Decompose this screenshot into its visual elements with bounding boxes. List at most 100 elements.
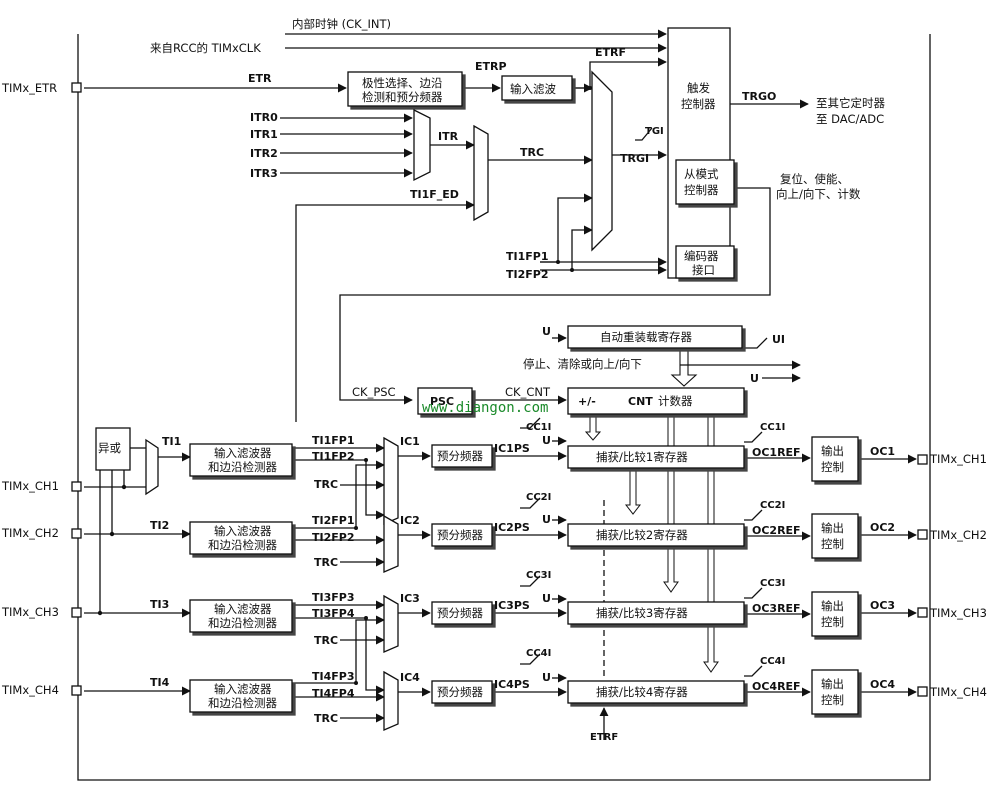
- label-itr0: ITR0: [250, 111, 278, 124]
- label-u-1: U: [542, 434, 551, 447]
- label-oc4ref: OC4REF: [752, 680, 801, 693]
- capture-compare-4: [567, 680, 745, 704]
- cc1-label: 捕获/比较1寄存器: [596, 450, 688, 464]
- label-oc3: OC3: [870, 599, 895, 612]
- plusminus-label: +/-: [578, 395, 596, 408]
- reset-line2: 向上/向下、计数: [776, 187, 861, 201]
- cc4-label: 捕获/比较4寄存器: [596, 685, 688, 699]
- mux-ic2: [383, 514, 399, 573]
- prescaler1-label: 预分频器: [437, 449, 483, 463]
- cnt-suffix: 计数器: [658, 394, 693, 408]
- watermark: www.diangon.com: [422, 400, 548, 416]
- xor-label: 异或: [98, 441, 121, 455]
- label-cc2i-out: CC2I: [760, 500, 785, 511]
- slave-line2: 控制器: [684, 183, 719, 197]
- label-trc-2: TRC: [314, 556, 338, 569]
- label-trc-4: TRC: [314, 712, 338, 725]
- label-u-reload: U: [542, 325, 551, 338]
- capture-compare-2: [567, 523, 745, 547]
- encoder-block: [675, 245, 735, 279]
- label-oc2ref: OC2REF: [752, 524, 801, 537]
- label-ti4: TI4: [150, 676, 170, 689]
- label-oc4: OC4: [870, 678, 895, 691]
- label-ti2fp2-ch: TI2FP2: [312, 531, 354, 544]
- label-ui: UI: [772, 333, 785, 346]
- arrow-reload-to-cnt: [670, 350, 698, 387]
- filter4-line2: 和边沿检测器: [208, 696, 277, 710]
- label-itr3: ITR3: [250, 167, 278, 180]
- to-other-timer: 至其它定时器: [816, 96, 885, 110]
- cnt-block: [567, 387, 745, 415]
- label-ti2fp1: TI2FP1: [312, 514, 354, 527]
- label-u-4: U: [542, 671, 551, 684]
- label-cc3i-out: CC3I: [760, 578, 785, 589]
- label-cc1i-in: CC1I: [526, 422, 551, 433]
- filter3-line2: 和边沿检测器: [208, 616, 277, 630]
- label-u-update: U: [750, 372, 759, 385]
- out4-line2: 控制: [821, 693, 844, 707]
- label-ic4ps: IC4PS: [494, 678, 530, 691]
- label-ic1: IC1: [400, 435, 420, 448]
- label-ic3: IC3: [400, 592, 420, 605]
- pin-ch4-out: TIMx_CH4: [929, 685, 987, 699]
- cnt-label: CNT: [628, 395, 653, 408]
- autoreload-label: 自动重装载寄存器: [600, 330, 692, 344]
- pin-ch1-in-box: [71, 481, 82, 492]
- psc-block: [417, 387, 473, 415]
- label-etr: ETR: [248, 72, 272, 85]
- prescaler-4: [431, 680, 493, 704]
- label-rcc-clk: 来自RCC的 TIMxCLK: [150, 41, 261, 55]
- prescaler2-label: 预分频器: [437, 528, 483, 542]
- label-ti4fp4: TI4FP4: [312, 687, 355, 700]
- label-ti1: TI1: [162, 435, 181, 448]
- pin-ch3-out: TIMx_CH3: [929, 606, 987, 620]
- prescaler-2: [431, 523, 493, 547]
- pin-ch2-in-box: [71, 528, 82, 539]
- label-etrf: ETRF: [595, 46, 626, 59]
- pin-ch4-out-box: [917, 686, 928, 697]
- capture-compare-1: [567, 445, 745, 469]
- label-etrp: ETRP: [475, 60, 507, 73]
- filter-edge-3: [189, 599, 293, 633]
- label-ti4fp3: TI4FP3: [312, 670, 354, 683]
- output-control-4: [811, 669, 859, 715]
- slave-line1: 从模式: [684, 167, 719, 181]
- label-trgo: TRGO: [742, 90, 776, 103]
- pin-ch1-in: TIMx_CH1: [1, 479, 59, 493]
- timer-boundary: [77, 34, 931, 781]
- psc-label: PSC: [430, 395, 454, 408]
- tgi-tick: [635, 127, 653, 141]
- out3-line2: 控制: [821, 615, 844, 629]
- filter-edge-1: [189, 443, 293, 477]
- label-ti3: TI3: [150, 598, 169, 611]
- out2-line2: 控制: [821, 537, 844, 551]
- label-ti3fp3: TI3FP3: [312, 591, 354, 604]
- mux-ic3: [383, 594, 399, 653]
- wire-etrf-trigger: [574, 57, 667, 89]
- label-ic2ps: IC2PS: [494, 521, 530, 534]
- reset-line1: 复位、使能、: [780, 172, 849, 186]
- label-u-2: U: [542, 513, 551, 526]
- pin-ch2-out-box: [917, 529, 928, 540]
- label-ti1fp1: TI1FP1: [506, 250, 548, 263]
- label-itr1: ITR1: [250, 128, 278, 141]
- autoreload-block: [567, 325, 743, 349]
- label-ic3ps: IC3PS: [494, 599, 530, 612]
- cc3-label: 捕获/比较3寄存器: [596, 606, 688, 620]
- pin-ch2-in: TIMx_CH2: [1, 526, 59, 540]
- label-ti1f-ed: TI1F_ED: [410, 188, 459, 201]
- label-trc-1: TRC: [314, 478, 338, 491]
- mux-ti1: [145, 438, 159, 496]
- input-filter-block: [501, 75, 573, 101]
- label-oc1ref: OC1REF: [752, 446, 801, 459]
- xor-block: [95, 427, 131, 471]
- pin-ch4-in-box: [71, 685, 82, 696]
- mux-trgi: [591, 70, 613, 252]
- label-cc1i-out: CC1I: [760, 422, 785, 433]
- output-control-1: [811, 436, 859, 482]
- prescaler3-label: 预分频器: [437, 606, 483, 620]
- pin-etr-box: [71, 82, 82, 93]
- label-ic2: IC2: [400, 514, 420, 527]
- label-ic4: IC4: [400, 671, 420, 684]
- prescaler-1: [431, 444, 493, 468]
